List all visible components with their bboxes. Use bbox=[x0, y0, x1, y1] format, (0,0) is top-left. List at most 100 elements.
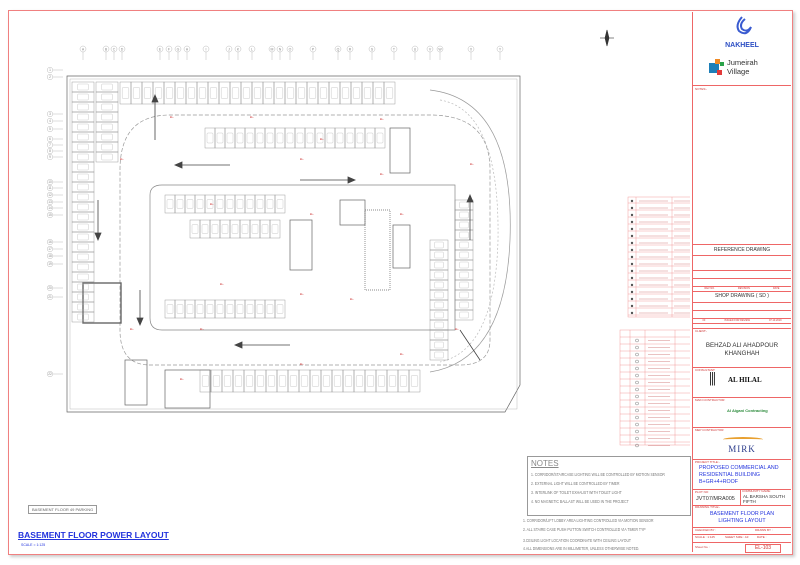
svg-text:H: H bbox=[186, 48, 189, 52]
grid-bubble-3: 3 bbox=[47, 110, 63, 117]
grid-bubble-A: A bbox=[79, 45, 87, 60]
nakheel-logo-text: NAKHEEL bbox=[725, 42, 759, 49]
svg-text:10: 10 bbox=[48, 180, 52, 184]
svg-text:15: 15 bbox=[48, 213, 52, 217]
svg-text:16: 16 bbox=[48, 240, 52, 244]
drawn-by: DRAWN BY : bbox=[755, 528, 773, 532]
grid-bubble-C: C bbox=[110, 45, 118, 60]
svg-text:6: 6 bbox=[49, 137, 51, 141]
traffic-arrows bbox=[94, 93, 481, 361]
legend-table bbox=[627, 196, 690, 318]
main-contractor-label: MAIN CONTRACTOR: bbox=[695, 398, 726, 402]
title-block: NAKHEEL Jumeirah Village NOTES:- REFEREN… bbox=[692, 12, 791, 553]
svg-text:EL-: EL- bbox=[380, 173, 384, 176]
grid-bubble-D: D bbox=[118, 45, 126, 60]
svg-text:EL-: EL- bbox=[180, 378, 184, 381]
date: DATE : bbox=[757, 535, 767, 539]
mep-contractor-logo: MIRK bbox=[728, 444, 756, 454]
notes-label: NOTES:- bbox=[695, 87, 708, 91]
title-block-drawing-title: BASEMENT FLOOR PLAN LIGHTING LAYOUT bbox=[709, 511, 775, 524]
grid-bubble-W: W bbox=[436, 45, 444, 60]
svg-text:P: P bbox=[312, 48, 315, 52]
grid-bubble-E: E bbox=[156, 45, 164, 60]
north-arrow-icon bbox=[600, 29, 614, 47]
issue-description: ISSUED FOR REVIEW bbox=[724, 319, 751, 322]
grid-bubble-20: 20 bbox=[47, 285, 63, 292]
grid-bubble-13: 13 bbox=[47, 198, 63, 205]
svg-text:EL-: EL- bbox=[130, 328, 134, 331]
rev-no-header: REV NO. bbox=[704, 287, 715, 290]
community-label: COMMUNITY NAME: bbox=[742, 489, 771, 493]
grid-bubble-S: S bbox=[368, 45, 376, 60]
checked-by: CHECKED BY : bbox=[695, 528, 717, 532]
shop-drawing-heading: SHOP DRAWING ( SD ) bbox=[715, 293, 769, 299]
svg-text:EL-: EL- bbox=[455, 328, 459, 331]
grid-bubble-11: 11 bbox=[47, 184, 63, 191]
revision-header: REV NO. REVISION DATE bbox=[693, 287, 791, 290]
svg-text:EL-: EL- bbox=[170, 116, 174, 119]
issue-rev: 00 bbox=[702, 319, 706, 322]
title-block-scale: SCALE : 1:125 bbox=[695, 535, 715, 539]
extra-note-2: 2. ALL STAIRE CASE PUSH PUTTON SWITCH CO… bbox=[523, 527, 646, 532]
svg-text:4: 4 bbox=[49, 119, 51, 123]
extra-note-1: 1. CORRIDOR/LIFT LOBBY AREA LIGHTING CON… bbox=[523, 518, 654, 523]
svg-text:R: R bbox=[349, 48, 352, 52]
svg-text:EL-: EL- bbox=[320, 138, 324, 141]
svg-text:N: N bbox=[279, 48, 282, 52]
svg-text:A: A bbox=[82, 48, 85, 52]
svg-text:2: 2 bbox=[49, 75, 51, 79]
svg-text:C: C bbox=[113, 48, 116, 52]
grid-bubble-17: 17 bbox=[47, 245, 63, 252]
grid-bubble-21: 21 bbox=[47, 294, 63, 301]
svg-text:21: 21 bbox=[48, 295, 52, 299]
grid-bubble-O: O bbox=[286, 45, 294, 60]
grid-bubble-2: 2 bbox=[47, 73, 63, 80]
notes-box: NOTES 1. CORRIDOR/STAIRCASE LIGHTING WIL… bbox=[527, 456, 691, 516]
svg-text:J: J bbox=[228, 48, 230, 52]
main-contractor-logo: Al Aigani Contracting bbox=[727, 408, 768, 413]
svg-text:S: S bbox=[371, 48, 374, 52]
svg-text:EL-: EL- bbox=[300, 293, 304, 296]
plot-number: JVT07/MRA005 bbox=[696, 496, 735, 502]
date-header: DATE bbox=[772, 287, 780, 290]
sheet-no-label: Sheet No. : bbox=[695, 545, 711, 549]
grid-bubble-B: B bbox=[102, 45, 110, 60]
grid-bubble-6: 6 bbox=[47, 135, 63, 142]
grid-bubble-N: N bbox=[276, 45, 284, 60]
svg-text:7: 7 bbox=[49, 143, 51, 147]
svg-text:T: T bbox=[393, 48, 396, 52]
grid-bubble-U: U bbox=[411, 45, 419, 60]
svg-text:EL-: EL- bbox=[470, 163, 474, 166]
svg-text:X: X bbox=[470, 48, 473, 52]
grid-bubble-9: 9 bbox=[47, 153, 63, 160]
svg-text:20: 20 bbox=[48, 286, 52, 290]
grid-bubble-V: V bbox=[426, 45, 434, 60]
plot-label: PLOT NO: bbox=[695, 490, 709, 494]
revision-header-cell: REVISION bbox=[737, 287, 750, 290]
drawing-title-label: DRAWING TITLE:- bbox=[695, 505, 721, 509]
grid-bubble-10: 10 bbox=[47, 178, 63, 185]
al-hilal-emblem-icon: ⫼ bbox=[709, 372, 716, 388]
svg-text:L: L bbox=[251, 48, 253, 52]
svg-text:8: 8 bbox=[49, 149, 51, 153]
svg-text:F: F bbox=[168, 48, 170, 52]
svg-text:EL-: EL- bbox=[310, 213, 314, 216]
svg-text:1: 1 bbox=[49, 68, 51, 72]
grid-bubble-19: 19 bbox=[47, 261, 63, 268]
grid-bubble-L: L bbox=[248, 45, 256, 60]
svg-text:19: 19 bbox=[48, 262, 52, 266]
svg-text:E: E bbox=[159, 48, 162, 52]
client-name: BEHZAD ALI AHADPOUR KHANGHAH bbox=[705, 342, 779, 357]
svg-text:O: O bbox=[289, 48, 292, 52]
grid-bubble-1: 1 bbox=[47, 66, 63, 73]
grid-bubble-5: 5 bbox=[47, 125, 63, 132]
svg-text:17: 17 bbox=[48, 247, 52, 251]
grid-bubble-22: 22 bbox=[47, 371, 63, 378]
drawing-scale: SCALE = 1:125 bbox=[21, 543, 46, 547]
svg-text:5: 5 bbox=[49, 127, 51, 131]
svg-text:18: 18 bbox=[48, 254, 52, 258]
notes-heading: NOTES bbox=[531, 459, 559, 468]
svg-text:EL-: EL- bbox=[200, 328, 204, 331]
grid-bubble-R: R bbox=[346, 45, 354, 60]
